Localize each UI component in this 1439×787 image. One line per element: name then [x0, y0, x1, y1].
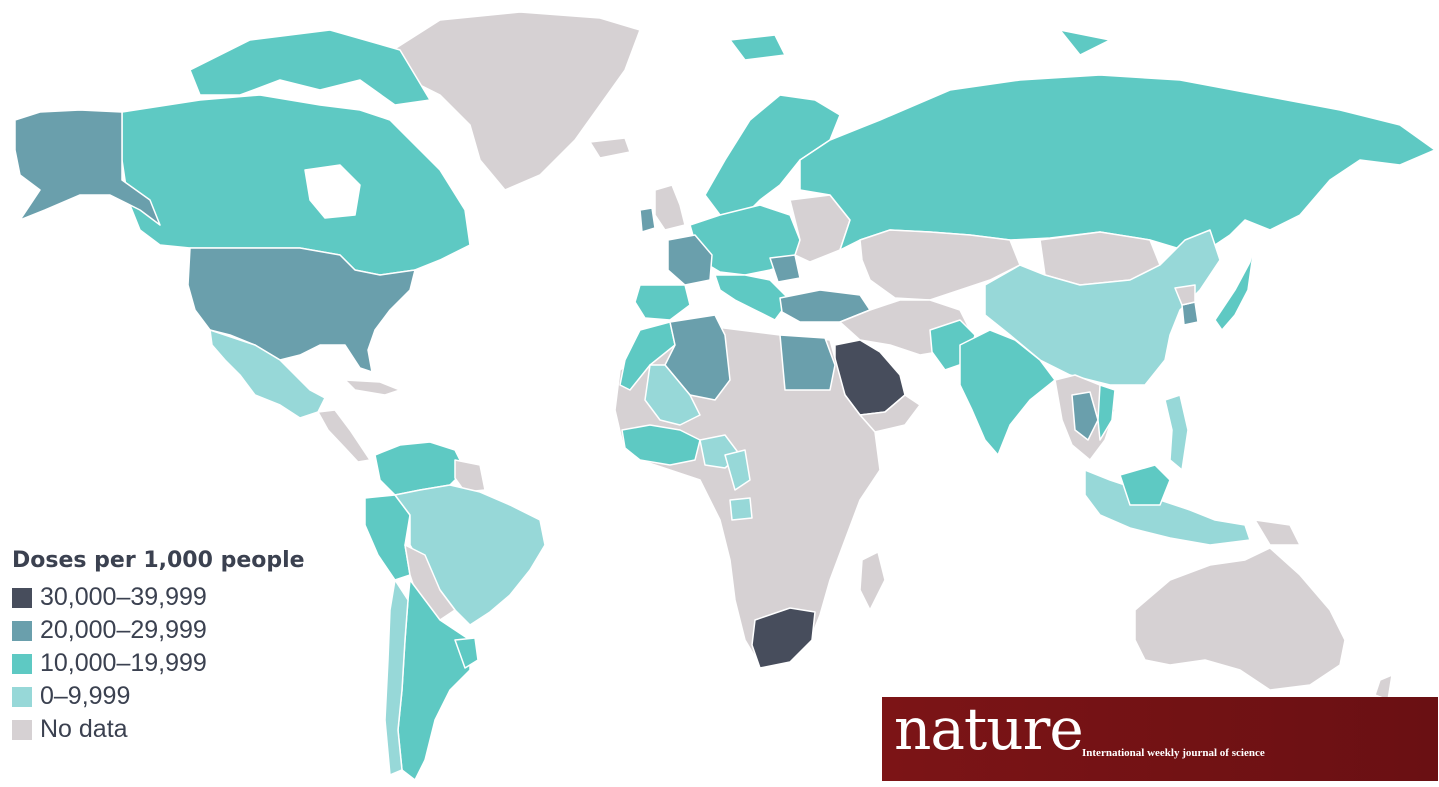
region-alaska	[14, 109, 161, 226]
region-iceland	[589, 137, 631, 159]
legend-swatch	[12, 686, 32, 707]
region-north-korea	[1174, 284, 1196, 306]
legend-item: No data	[12, 713, 305, 746]
region-chile	[384, 579, 409, 776]
region-uk	[654, 184, 686, 231]
legend-label: 30,000–39,999	[40, 583, 207, 611]
region-peru	[364, 494, 411, 581]
region-mali	[644, 364, 701, 426]
legend-item: 30,000–39,999	[12, 581, 305, 614]
logo-wordmark: nature	[894, 695, 1084, 763]
region-uruguay	[454, 637, 479, 669]
region-mexico	[209, 329, 326, 419]
region-central-america	[317, 409, 371, 463]
region-italy-balkans	[714, 274, 791, 321]
legend-swatch	[12, 587, 32, 608]
legend-label: 0–9,999	[40, 682, 131, 710]
legend-item: 20,000–29,999	[12, 614, 305, 647]
map-legend: Doses per 1,000 people 30,000–39,999 20,…	[12, 548, 305, 746]
legend-label: 20,000–29,999	[40, 616, 207, 644]
region-russian-arctic	[1059, 29, 1111, 56]
region-france	[667, 234, 713, 286]
region-algeria	[664, 314, 731, 401]
region-east-africa	[724, 449, 751, 491]
legend-swatch	[12, 653, 32, 674]
region-ireland	[639, 207, 656, 233]
region-west-africa	[621, 424, 701, 466]
region-png	[1254, 519, 1301, 546]
legend-label: 10,000–19,999	[40, 649, 207, 677]
region-south-africa	[751, 607, 816, 669]
region-madagascar	[859, 551, 886, 611]
region-russia	[799, 74, 1436, 256]
region-caribbean	[344, 379, 401, 396]
region-iberia	[634, 284, 691, 321]
logo-tagline: International weekly journal of science	[1082, 747, 1265, 759]
legend-swatch	[12, 719, 32, 740]
region-central-africa-patch	[729, 497, 753, 521]
region-hudson-bay	[304, 164, 361, 219]
region-kazakhstan	[859, 229, 1021, 301]
region-romania	[769, 254, 801, 283]
region-japan	[1214, 239, 1256, 331]
legend-swatch	[12, 620, 32, 641]
region-australia	[1134, 547, 1346, 691]
region-bolivia-paraguay	[404, 544, 456, 621]
legend-item: 0–9,999	[12, 680, 305, 713]
region-svalbard	[729, 34, 786, 61]
region-india	[959, 329, 1056, 456]
region-thailand	[1071, 391, 1099, 441]
legend-title: Doses per 1,000 people	[12, 548, 305, 573]
legend-item: 10,000–19,999	[12, 647, 305, 680]
region-egypt	[779, 334, 836, 391]
region-borneo	[1119, 464, 1171, 506]
legend-label: No data	[40, 715, 128, 743]
region-usa	[187, 247, 416, 373]
region-greenland	[384, 11, 641, 191]
region-vietnam	[1097, 384, 1116, 441]
region-arctic-islands	[189, 29, 431, 106]
region-south-korea	[1181, 301, 1199, 326]
region-philippines	[1164, 394, 1189, 471]
nature-logo: nature International weekly journal of s…	[882, 695, 1438, 781]
